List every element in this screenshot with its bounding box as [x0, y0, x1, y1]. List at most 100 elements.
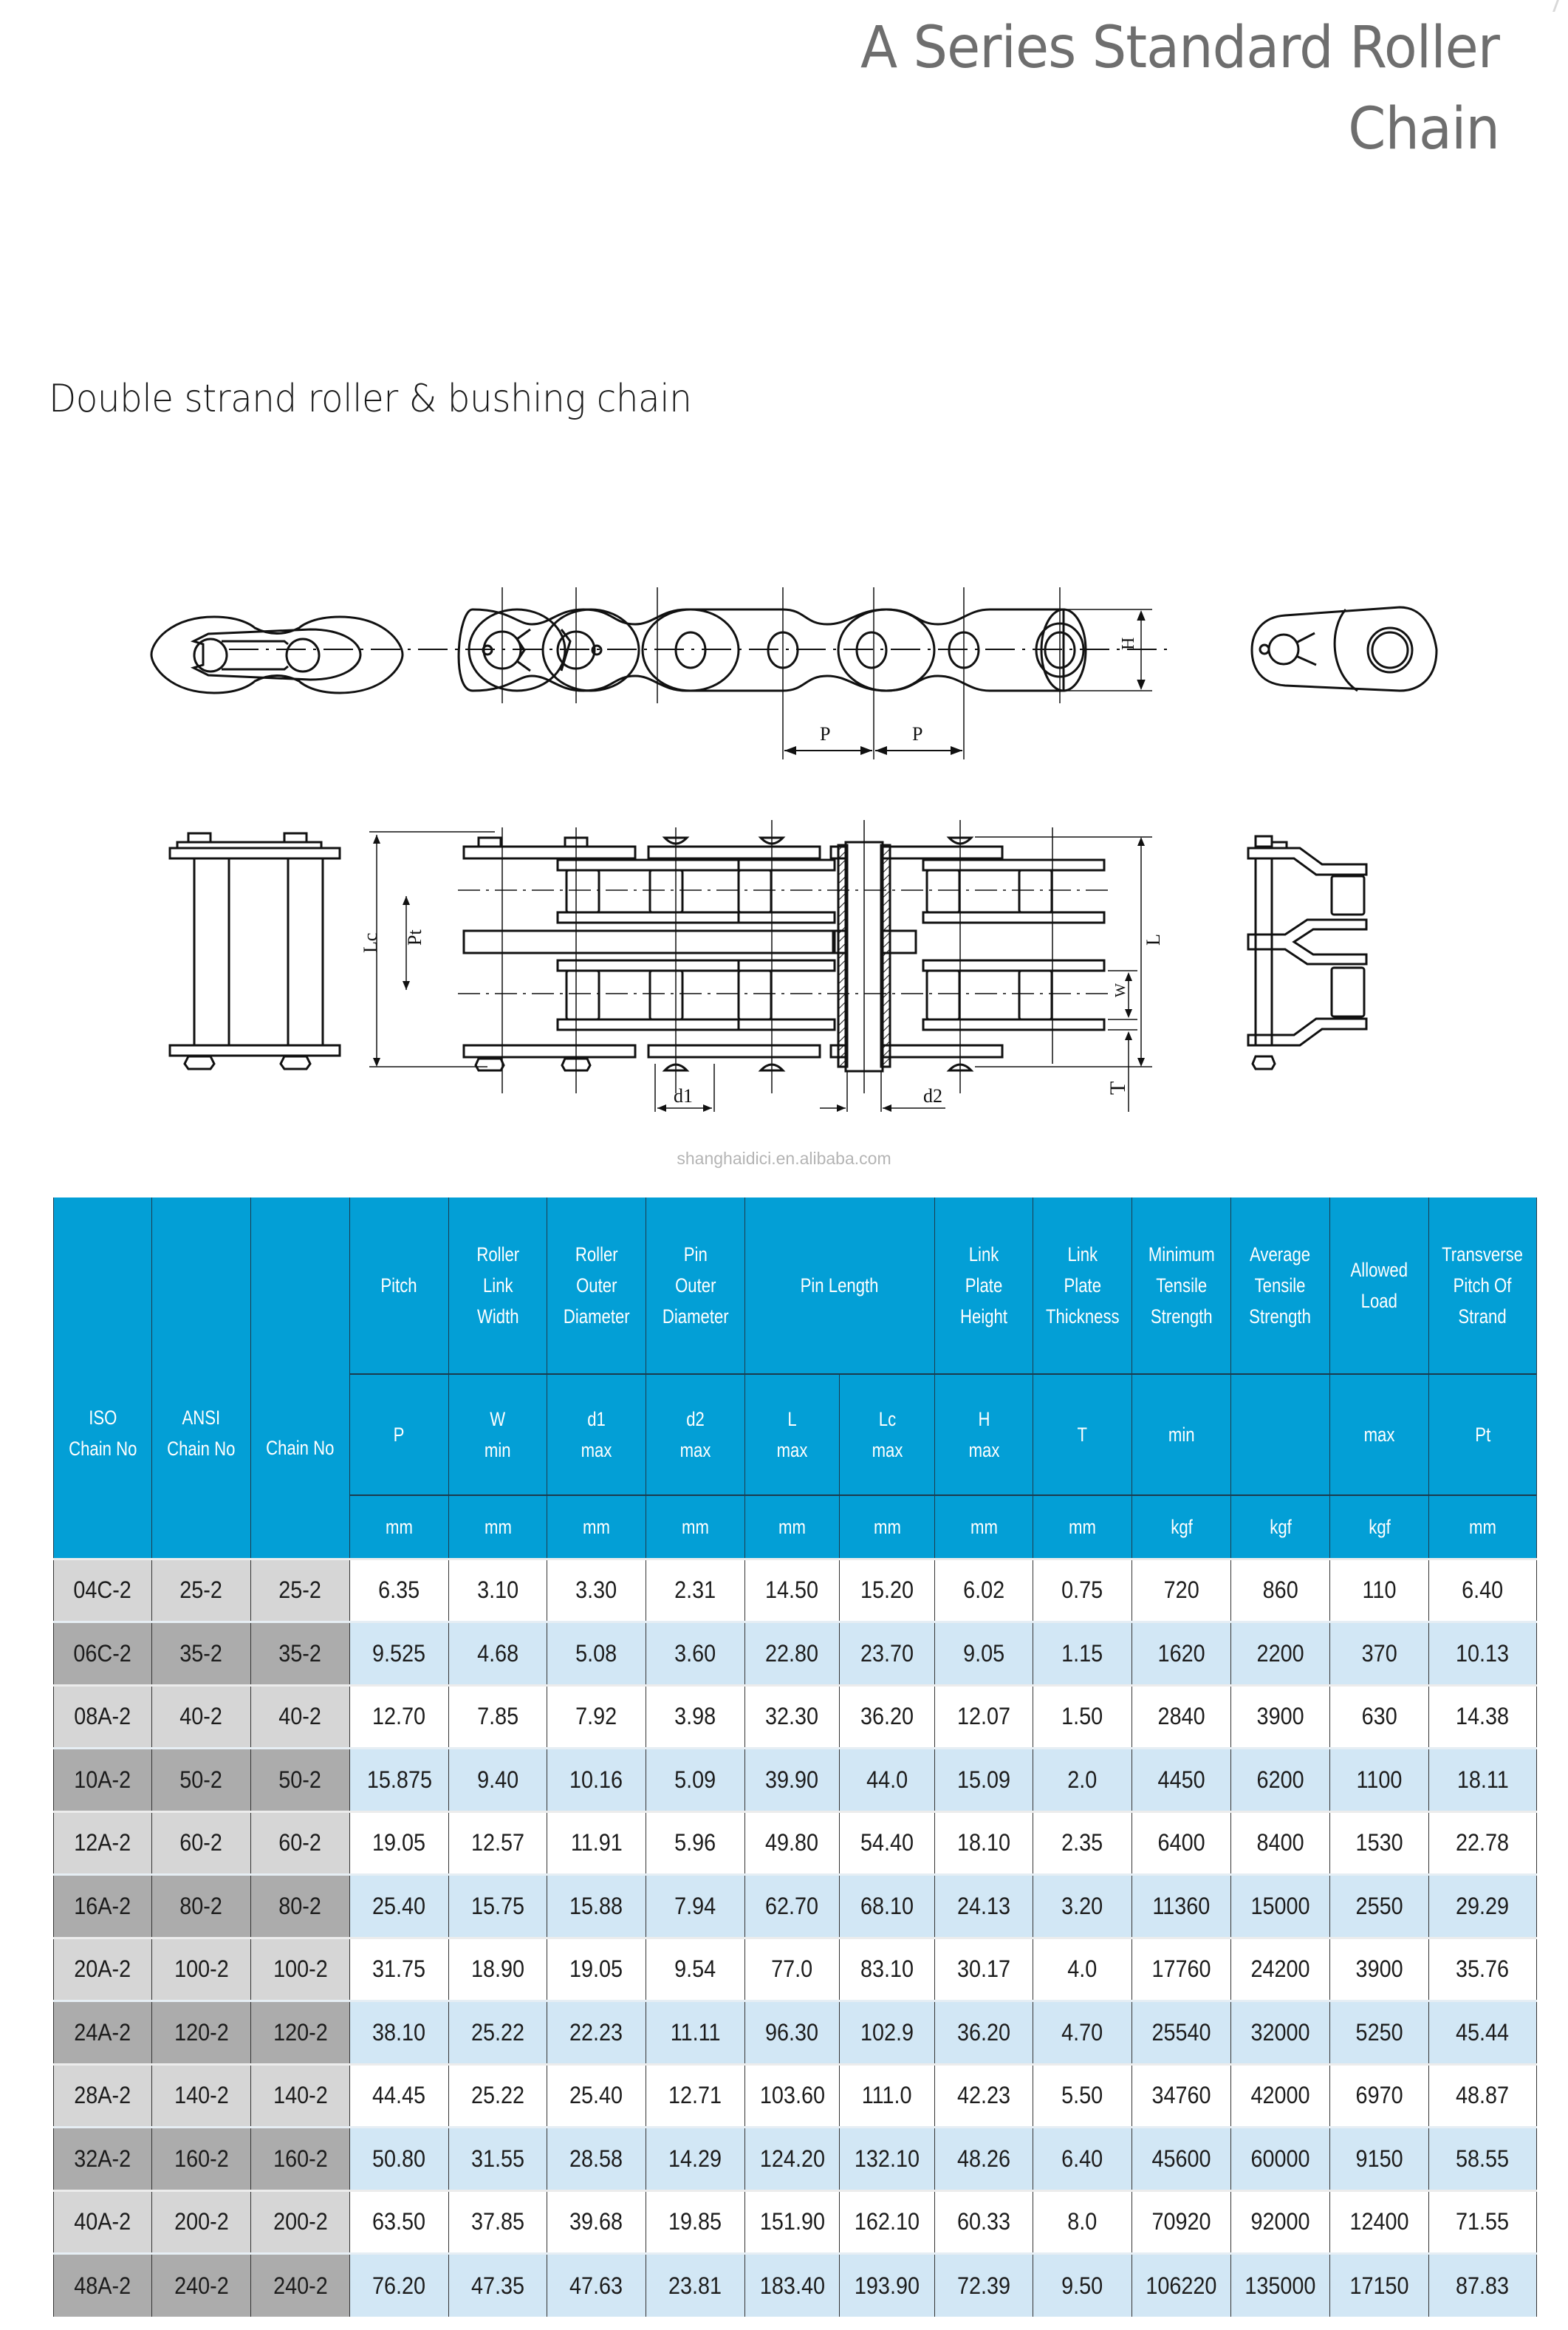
spec-value-cell: 15000: [1230, 1873, 1331, 1938]
spec-value-cell: 60.33: [934, 2189, 1034, 2254]
cell-text: 3.10: [476, 1576, 519, 1604]
spec-value-cell: 17760: [1132, 1936, 1232, 2001]
spec-value-cell: 63.50: [349, 2189, 449, 2254]
cell-text: 70920: [1151, 2208, 1211, 2235]
cell-text: 124.20: [759, 2145, 825, 2172]
spec-value-cell: 7.94: [646, 1873, 745, 1938]
spec-value-cell: 3900: [1329, 1936, 1430, 2001]
cell-text: 2.35: [1061, 1829, 1103, 1856]
spec-value-cell: 12400: [1329, 2189, 1430, 2254]
cell-text: 48A-2: [74, 2272, 131, 2299]
cell-text: 370: [1361, 1639, 1397, 1667]
cell-text: 135000: [1245, 2272, 1316, 2299]
cell-text: 5.08: [575, 1639, 617, 1667]
spec-value-cell: 72.39: [934, 2252, 1034, 2317]
cell-text: 24.13: [956, 1892, 1011, 1919]
symbol-cell: T: [1033, 1374, 1133, 1496]
spec-value-cell: 11360: [1132, 1873, 1232, 1938]
cell-text: 06C-2: [73, 1639, 132, 1667]
cell-text: 1100: [1356, 1766, 1403, 1793]
cell-text: 19.05: [569, 1955, 623, 1983]
symbol-cell: max: [1329, 1374, 1430, 1496]
spec-value-cell: 37.85: [448, 2189, 547, 2254]
spec-value-cell: 25.40: [349, 1873, 449, 1938]
cell-text: 120-2: [174, 2018, 229, 2046]
spec-value-cell: 71.55: [1428, 2189, 1538, 2254]
spec-value-cell: 2200: [1230, 1621, 1331, 1685]
chain-id-cell: 16A-2: [53, 1873, 152, 1938]
spec-value-cell: 5.50: [1033, 2063, 1133, 2128]
cell-text: 5.09: [674, 1766, 716, 1793]
spec-value-cell: 6400: [1132, 1810, 1232, 1875]
spec-value-cell: 49.80: [744, 1810, 840, 1875]
l-label: L: [1143, 934, 1164, 946]
cell-text: 4.0: [1067, 1955, 1098, 1983]
cell-text: 200-2: [174, 2208, 229, 2235]
spec-value-cell: 9.40: [448, 1747, 547, 1811]
cell-text: 9.525: [372, 1639, 426, 1667]
cell-text: 100-2: [273, 1955, 328, 1983]
spec-value-cell: 3900: [1230, 1684, 1331, 1749]
cell-text: 71.55: [1456, 2208, 1510, 2235]
spec-value-cell: 9150: [1329, 2126, 1430, 2190]
cell-text: 37.85: [470, 2208, 525, 2235]
spec-value-cell: 6200: [1230, 1747, 1331, 1811]
w-label: W: [1112, 983, 1129, 997]
cell-text: 50-2: [278, 1766, 322, 1793]
spec-value-cell: 6.40: [1033, 2126, 1133, 2190]
spec-value-cell: 19.05: [547, 1936, 646, 2001]
unit-cell: mm: [934, 1495, 1034, 1559]
cell-text: 30.17: [956, 1955, 1011, 1983]
cell-text: 60.33: [956, 2208, 1011, 2235]
connecting-link-side-view: [150, 615, 404, 694]
cell-text: 58.55: [1456, 2145, 1510, 2172]
t-label: T: [1106, 1082, 1130, 1095]
header-pin-length: Pin Length: [744, 1198, 936, 1375]
spec-value-cell: 34760: [1132, 2063, 1232, 2128]
spec-value-cell: 42000: [1230, 2063, 1331, 2128]
spec-value-cell: 15.20: [838, 1557, 936, 1622]
cell-text: 14.50: [765, 1576, 819, 1604]
cell-text: 15.875: [366, 1766, 432, 1793]
spec-value-cell: 1620: [1132, 1621, 1232, 1685]
cell-text: 87.83: [1456, 2272, 1510, 2299]
spec-value-cell: 14.38: [1428, 1684, 1538, 1749]
spec-value-cell: 36.20: [838, 1684, 936, 1749]
spec-value-cell: 42.23: [934, 2063, 1034, 2128]
header-pitch: Pitch: [349, 1198, 449, 1375]
spec-value-cell: 0.75: [1033, 1557, 1133, 1622]
cell-text: 31.55: [470, 2145, 525, 2172]
cell-text: 42.23: [956, 2082, 1011, 2109]
spec-value-cell: 25540: [1132, 2000, 1232, 2064]
cell-text: 36.20: [860, 1703, 914, 1730]
chain-id-cell: 140-2: [151, 2063, 251, 2128]
chain-id-cell: 80-2: [250, 1873, 350, 1938]
cell-text: 19.05: [372, 1829, 426, 1856]
chain-id-cell: 100-2: [151, 1936, 251, 2001]
spec-value-cell: 58.55: [1428, 2126, 1538, 2190]
cell-text: 18.10: [956, 1829, 1011, 1856]
chain-id-cell: 40-2: [250, 1684, 350, 1749]
spec-value-cell: 38.10: [349, 2000, 449, 2064]
spec-value-cell: 3.60: [646, 1621, 745, 1685]
spec-value-cell: 36.20: [934, 2000, 1034, 2064]
cell-text: 32000: [1250, 2018, 1310, 2046]
spec-value-cell: 110: [1329, 1557, 1430, 1622]
spec-value-cell: 132.10: [838, 2126, 936, 2190]
spec-value-cell: 9.54: [646, 1936, 745, 2001]
chain-id-cell: 160-2: [151, 2126, 251, 2190]
cell-text: 34760: [1151, 2082, 1211, 2109]
chain-id-cell: 240-2: [151, 2252, 251, 2317]
cell-text: 48.26: [956, 2145, 1011, 2172]
